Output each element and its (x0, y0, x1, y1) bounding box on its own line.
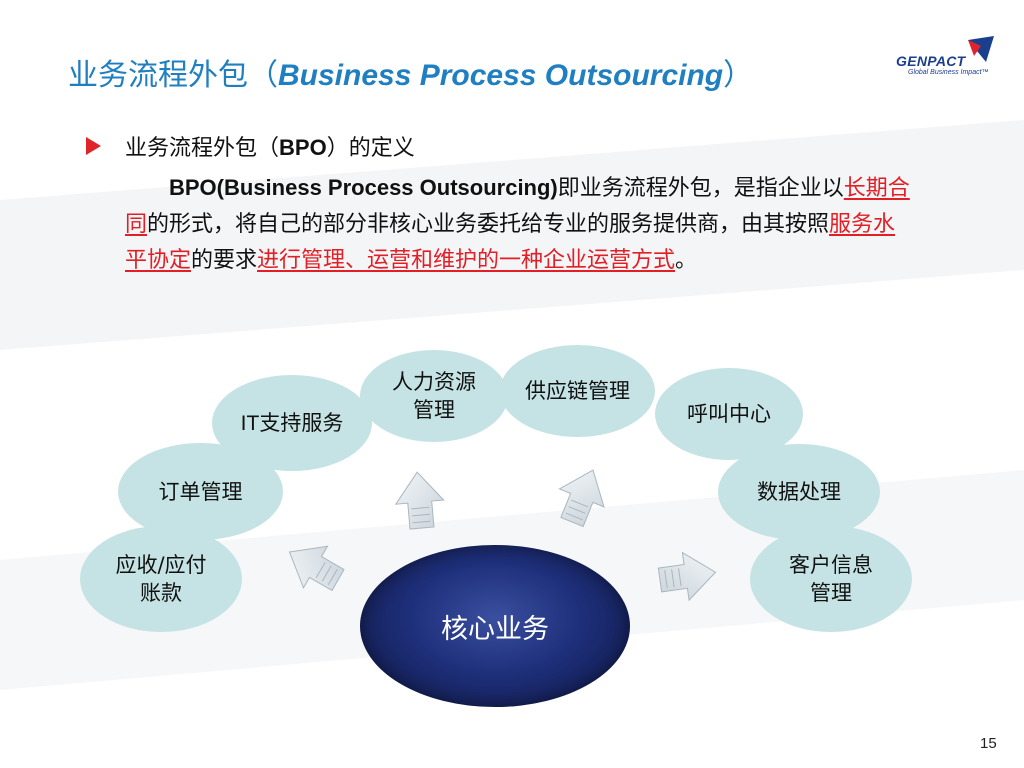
node-order-management: 订单管理 (118, 443, 283, 540)
node-cust-line2: 管理 (810, 581, 852, 605)
page-number: 15 (980, 735, 997, 752)
heading-post: ）的定义 (326, 136, 415, 161)
genpact-logo: GENPACT Global Business Impact™ (896, 36, 996, 80)
arrow-up-left (394, 471, 445, 530)
node-supply-chain: 供应链管理 (500, 345, 655, 437)
node-hr-management: 人力资源管理 (360, 350, 508, 442)
node-it-suffix: 支持服务 (259, 410, 344, 435)
para-red-3: 进行管理、运营和维护的一种企业运营方式 (257, 248, 676, 273)
node-hr-line2: 管理 (413, 398, 455, 422)
logo-mark-icon (968, 36, 994, 62)
para-end: 。 (675, 248, 698, 273)
arrow-left (288, 545, 345, 592)
title-en: Business Process Outsourcing (278, 59, 724, 92)
logo-name: GENPACT (896, 53, 966, 69)
node-accounts: 应收/应付账款 (80, 526, 242, 632)
logo-tagline: Global Business Impact™ (908, 69, 989, 76)
definition-paragraph: BPO(Business Process Outsourcing)即业务流程外包… (125, 170, 915, 279)
node-it-prefix: IT (240, 411, 260, 435)
para-text-3: 的要求 (191, 248, 258, 273)
bullet-triangle-icon (86, 137, 101, 155)
core-label: 核心业务 (441, 613, 549, 645)
para-red-1: 长期合同 (125, 176, 910, 237)
node-ar-line2: 账款 (139, 581, 182, 605)
heading-pre: 业务流程外包（ (125, 136, 280, 161)
para-text-2: 的形式，将自己的部分非核心业务委托给专业的服务提供商，由其按照 (147, 212, 830, 237)
section-heading: 业务流程外包（BPO）的定义 (125, 130, 415, 162)
para-bold: BPO(Business Process Outsourcing) (169, 175, 558, 200)
para-text-1: 即业务流程外包，是指企业以 (557, 176, 844, 201)
node-data-label: 数据处理 (757, 480, 841, 504)
page-title: 业务流程外包（Business Process Outsourcing） (68, 50, 753, 94)
node-hr-line1: 人力资源 (392, 370, 476, 394)
title-close: ） (723, 58, 754, 93)
node-customer-info: 客户信息管理 (750, 526, 912, 632)
node-supply-label: 供应链管理 (525, 379, 630, 403)
node-data-processing: 数据处理 (718, 444, 880, 540)
heading-bold: BPO (279, 135, 327, 160)
node-cust-line1: 客户信息 (789, 553, 873, 577)
core-business: 核心业务 (360, 545, 630, 707)
title-cn: 业务流程外包（ (68, 58, 278, 93)
node-ar-line1: 应收/应付 (115, 553, 207, 577)
arrow-up-right (558, 469, 605, 528)
arrow-right (657, 551, 717, 602)
para-red-2: 服务水平协定 (125, 212, 896, 273)
node-callcenter-label: 呼叫中心 (687, 402, 771, 426)
node-order-label: 订单管理 (158, 479, 243, 504)
